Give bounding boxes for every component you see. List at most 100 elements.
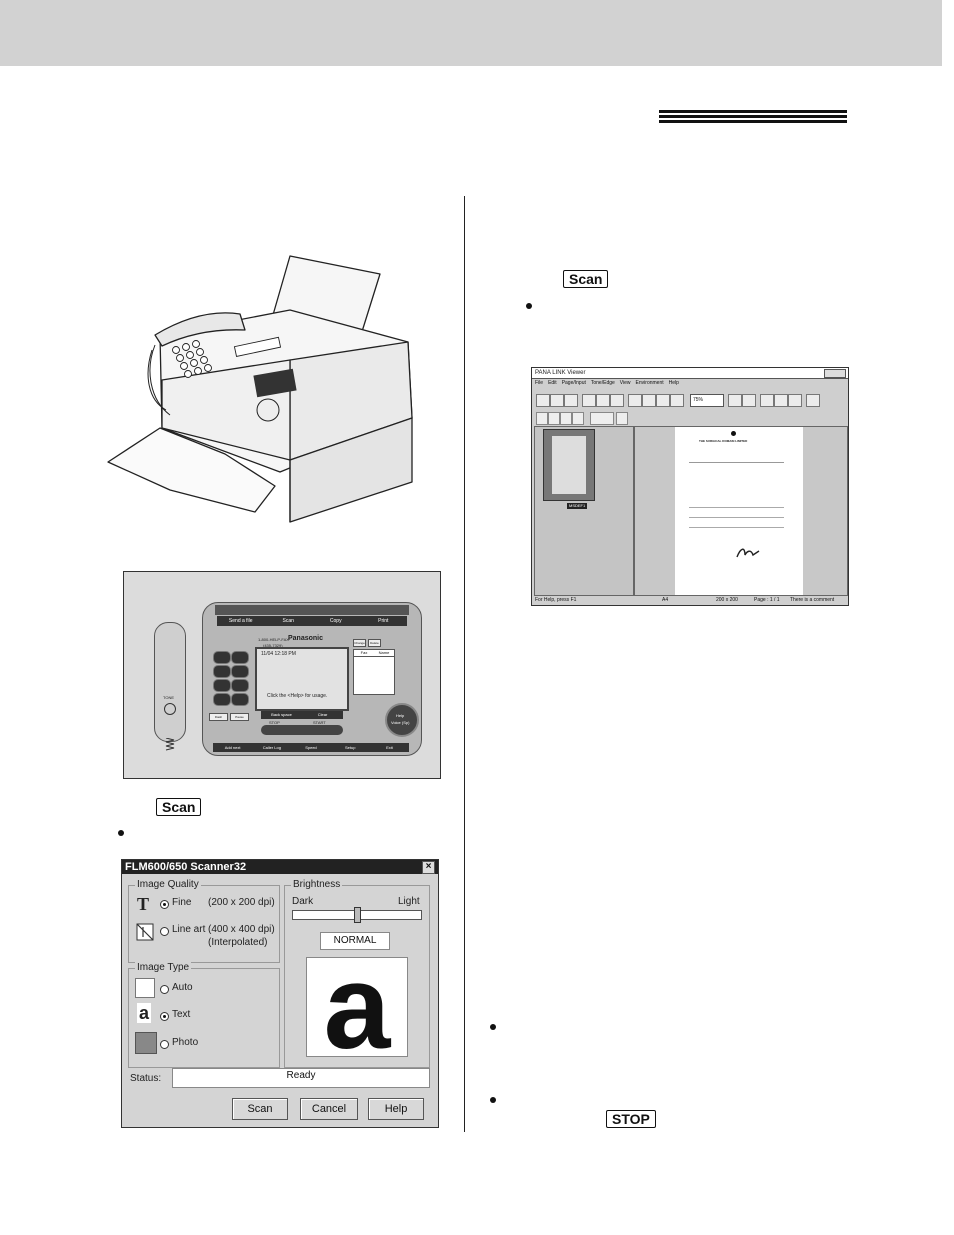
toolbar-button[interactable] xyxy=(788,394,802,407)
menu-tone-edge[interactable]: Tone/Edge xyxy=(590,380,615,386)
keypad-key[interactable] xyxy=(231,651,249,664)
handset[interactable]: TONE xyxy=(154,622,186,742)
scan-button[interactable]: Scan xyxy=(232,1098,288,1120)
toolbar-button[interactable] xyxy=(670,394,684,407)
toolbar-button[interactable] xyxy=(536,412,548,425)
line-art-icon xyxy=(136,923,154,941)
tab-add-next[interactable]: Add next xyxy=(224,745,241,750)
title-rule xyxy=(659,110,847,113)
toolbar-button[interactable] xyxy=(582,394,596,407)
flash-button[interactable]: Flash xyxy=(209,713,228,721)
page-thumbnail[interactable] xyxy=(543,429,595,501)
toolbar-button[interactable] xyxy=(642,394,656,407)
app-tabs: Send a file Scan Copy Print xyxy=(217,616,407,626)
line-art-radio[interactable] xyxy=(160,927,169,936)
keypad-key[interactable] xyxy=(231,693,249,706)
function-buttons: Flash Pause xyxy=(209,713,249,721)
fine-radio[interactable] xyxy=(160,900,169,909)
menu-edit[interactable]: Edit xyxy=(548,380,557,386)
cancel-button[interactable]: Cancel xyxy=(300,1098,358,1120)
keypad-key[interactable] xyxy=(213,679,231,692)
toolbar-button[interactable] xyxy=(742,394,756,407)
text-radio[interactable] xyxy=(160,1012,169,1021)
photo-radio[interactable] xyxy=(160,1040,169,1049)
backspace-button[interactable]: Back space xyxy=(271,712,292,717)
line-art-label: Line art xyxy=(172,924,206,935)
toolbar-button[interactable] xyxy=(572,412,584,425)
support-number: 1-800-HELP-FAX xyxy=(258,637,289,642)
toolbar-button[interactable] xyxy=(548,412,560,425)
tab-print[interactable]: Print xyxy=(378,618,389,624)
fax-machine-illustration xyxy=(107,255,413,523)
toolbar-button[interactable] xyxy=(564,394,578,407)
toolbar-button[interactable] xyxy=(610,394,624,407)
text-label: Text xyxy=(172,1009,191,1020)
help-button[interactable]: Help xyxy=(368,1098,424,1120)
thumbnail-page xyxy=(552,436,586,494)
text-line xyxy=(689,517,784,518)
delete-button[interactable]: Delete xyxy=(368,639,381,647)
bullet xyxy=(118,830,124,836)
clear-button[interactable]: Clear xyxy=(317,712,328,717)
tab-scan[interactable]: Scan xyxy=(282,618,294,624)
menu-help[interactable]: Help xyxy=(668,380,679,386)
viewer-toolbar-secondary xyxy=(532,412,848,425)
toolbar-button[interactable] xyxy=(590,412,614,425)
keypad-key[interactable] xyxy=(213,693,231,706)
toolbar-button[interactable] xyxy=(760,394,774,407)
voice-button[interactable]: Help Voice (Sp) xyxy=(385,703,419,737)
close-icon[interactable]: × xyxy=(422,861,435,874)
menu-environment[interactable]: Environment xyxy=(635,380,664,386)
stop-key-label: STOP xyxy=(606,1110,656,1128)
title-rule xyxy=(659,120,847,123)
menu-file[interactable]: File xyxy=(535,380,544,386)
tab-caller-log[interactable]: Caller Log xyxy=(262,745,281,750)
preview-pane: a xyxy=(306,957,408,1057)
auto-radio[interactable] xyxy=(160,985,169,994)
title-rule xyxy=(659,115,847,118)
image-type-label: Image Type xyxy=(135,962,192,973)
handset-button[interactable] xyxy=(164,703,176,715)
zoom-select[interactable]: 75% xyxy=(690,394,724,407)
tab-exit[interactable]: Exit xyxy=(386,745,393,750)
column-divider xyxy=(464,196,465,1132)
slider-thumb[interactable] xyxy=(353,907,361,923)
signature xyxy=(736,548,760,558)
change-button[interactable]: Change xyxy=(353,639,366,647)
tab-setup[interactable]: Setup xyxy=(344,745,356,750)
thumbnail-pane: MSDEF1 xyxy=(534,426,634,596)
toolbar-button[interactable] xyxy=(628,394,642,407)
toolbar-button[interactable] xyxy=(728,394,742,407)
fine-icon: T xyxy=(137,894,150,914)
voice-button-label: Voice (Sp) xyxy=(391,720,410,725)
toolbar-button[interactable] xyxy=(656,394,670,407)
toolbar-button[interactable] xyxy=(536,394,550,407)
viewer-menu: File Edit Page/Input Tone/Edge View Envi… xyxy=(535,380,679,386)
voice-button-help: Help xyxy=(396,713,405,718)
status-resolution: 200 x 200 xyxy=(716,597,738,603)
start-stop-bar[interactable] xyxy=(261,725,343,735)
window-controls[interactable] xyxy=(824,369,846,378)
keypad-key[interactable] xyxy=(231,679,249,692)
keypad-key[interactable] xyxy=(213,665,231,678)
pause-button[interactable]: Pause xyxy=(230,713,249,721)
tab-copy[interactable]: Copy xyxy=(329,618,342,624)
toolbar-button[interactable] xyxy=(616,412,628,425)
toolbar-button[interactable] xyxy=(806,394,820,407)
tab-speed[interactable]: Speed xyxy=(305,745,317,750)
table-header-name: Name xyxy=(378,650,390,655)
menu-view[interactable]: View xyxy=(619,380,631,386)
toolbar-button[interactable] xyxy=(774,394,788,407)
toolbar-button[interactable] xyxy=(596,394,610,407)
toolbar-button[interactable] xyxy=(560,412,572,425)
status-value: Ready xyxy=(172,1068,430,1088)
preview-letter: a xyxy=(323,957,391,1057)
toolbar-button[interactable] xyxy=(550,394,564,407)
viewer-statusbar: For Help, press F1 A4 200 x 200 Page : 1… xyxy=(532,595,848,605)
keypad-key[interactable] xyxy=(231,665,249,678)
menu-page-input[interactable]: Page/Input xyxy=(561,380,586,386)
keypad-key[interactable] xyxy=(213,651,231,664)
lcd-screen: 11/04 12:18 PM Click the <Help> for usag… xyxy=(255,647,349,711)
tab-send-file[interactable]: Send a file xyxy=(228,618,253,624)
brightness-slider[interactable] xyxy=(292,907,422,923)
